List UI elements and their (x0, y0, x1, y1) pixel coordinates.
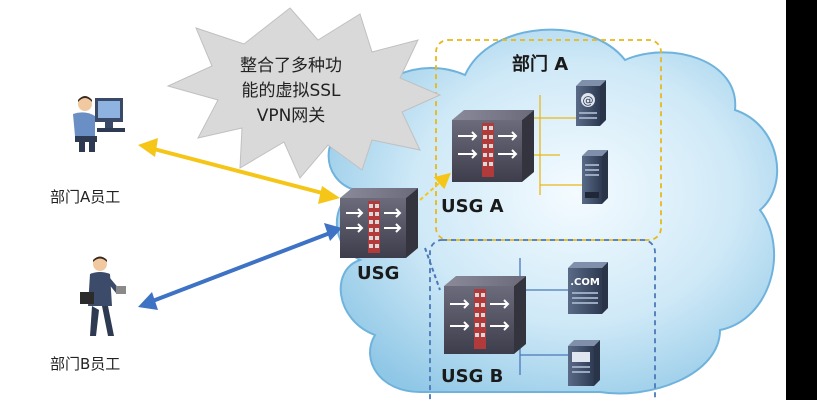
dept-b-region (429, 239, 656, 404)
callout-line-2: 能的虚拟SSL (241, 81, 341, 101)
firewall-usg-main-icon (340, 188, 418, 258)
dept-a-region (435, 39, 662, 241)
employee-b-label: 部门B员工 (50, 355, 121, 373)
employee-a-icon (73, 96, 125, 152)
callout-line-3: VPN网关 (256, 106, 326, 126)
usg-a-label: USG A (441, 196, 504, 217)
dept-a-label: 部门 A (512, 54, 569, 75)
cloud-network (327, 28, 779, 395)
firewall-usg-b-icon (444, 276, 526, 354)
svg-text:@: @ (583, 94, 594, 107)
web-server-icon: .COM (568, 262, 608, 314)
file-server-icon (568, 340, 600, 386)
callout-line-1: 整合了多种功 (240, 56, 342, 76)
callout-text: 整合了多种功 能的虚拟SSL VPN网关 (216, 54, 366, 129)
usg-b-label: USG B (441, 366, 504, 387)
usg-main-label: USG (357, 263, 400, 284)
link-employee-b (138, 223, 342, 310)
link-usg-usgb (424, 247, 441, 291)
firewall-usg-a-icon (452, 110, 534, 182)
employee-a-label: 部门A员工 (50, 188, 121, 206)
employee-b-icon (80, 256, 126, 336)
dept-a-links (528, 95, 585, 195)
database-server-icon (582, 150, 608, 204)
right-edge-bar (786, 0, 817, 400)
link-usg-usga (419, 172, 452, 201)
link-employee-a (138, 138, 340, 204)
callout-burst (166, 7, 442, 179)
mail-server-icon: @ (576, 80, 606, 126)
web-domain-label: .COM (570, 277, 600, 288)
